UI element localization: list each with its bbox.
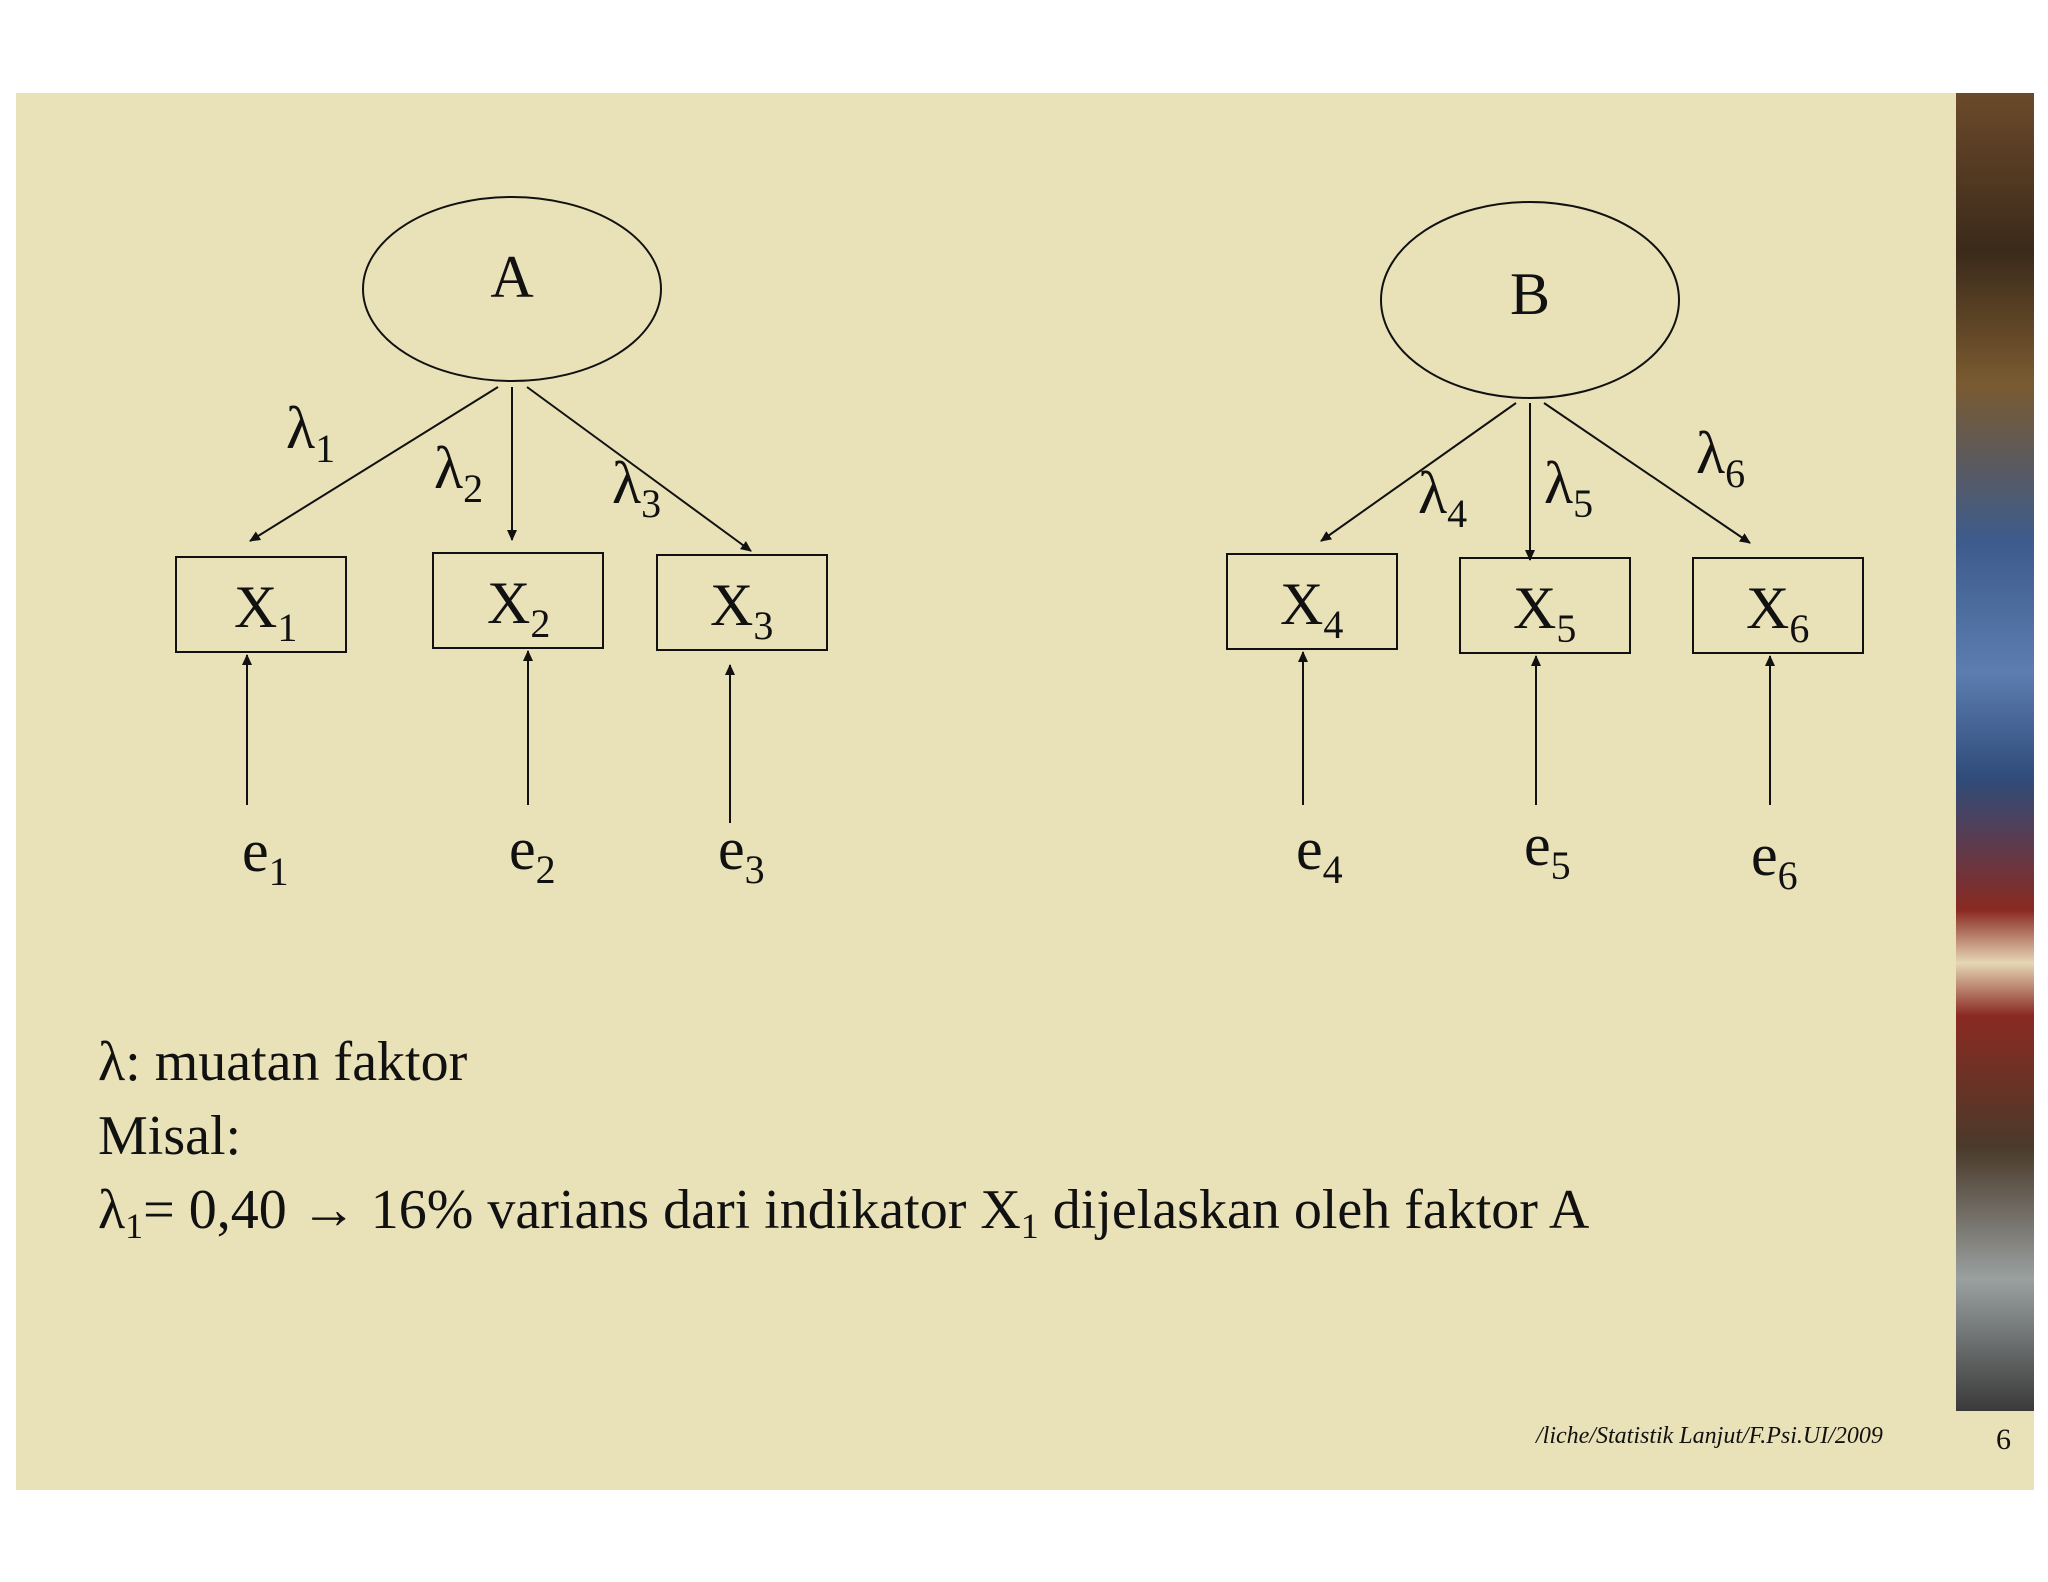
indicator-label-6: X6 [1746, 575, 1809, 651]
decorative-side-image [1956, 93, 2034, 1411]
loading-arrow-3 [526, 386, 752, 552]
indicator-label-2: X2 [487, 570, 550, 646]
indicator-label-4: X4 [1280, 571, 1343, 647]
indicator-box-5: X5 [1459, 557, 1631, 654]
factor-a: A [362, 196, 662, 382]
loading-label-1: λ1 [286, 395, 335, 471]
note-line-example: λ1= 0,40 → 16% varians dari indikator X1… [98, 1179, 1590, 1246]
indicator-box-3: X3 [656, 554, 828, 651]
factor-a-label: A [490, 244, 533, 310]
error-label-5: e5 [1524, 812, 1571, 888]
loading-label-2: λ2 [434, 435, 483, 511]
explanation-text: λ: muatan faktor Misal: λ1= 0,40 → 16% v… [98, 1025, 1589, 1247]
error-label-3: e3 [718, 816, 765, 892]
loading-label-3: λ3 [612, 450, 661, 526]
loading-arrow-4 [1320, 402, 1517, 542]
indicator-box-4: X4 [1226, 553, 1398, 650]
indicator-box-2: X2 [432, 552, 604, 649]
loading-arrow-1 [249, 386, 499, 542]
loading-label-4: λ4 [1418, 460, 1467, 536]
loading-arrow-6 [1543, 402, 1751, 544]
page-number: 6 [1996, 1423, 2011, 1456]
loading-label-5: λ5 [1544, 450, 1593, 526]
error-label-6: e6 [1751, 822, 1798, 898]
factor-diagram: A B λ1 λ2 λ3 λ4 λ5 λ6 X1 X2 X3 [175, 196, 1864, 898]
indicator-label-1: X1 [234, 574, 297, 650]
error-label-2: e2 [509, 816, 556, 892]
error-label-4: e4 [1296, 816, 1343, 892]
indicator-label-5: X5 [1513, 575, 1576, 651]
loading-label-6: λ6 [1696, 420, 1745, 496]
footer-source: /liche/Statistik Lanjut/F.Psi.UI/2009 [1536, 1423, 1883, 1449]
error-label-1: e1 [242, 818, 289, 894]
slide: A B λ1 λ2 λ3 λ4 λ5 λ6 X1 X2 X3 [16, 93, 2034, 1490]
indicator-box-6: X6 [1692, 557, 1864, 654]
factor-b-label: B [1510, 261, 1550, 327]
note-line-example-heading: Misal: [98, 1105, 242, 1167]
factor-b: B [1380, 201, 1680, 399]
note-line-definition: λ: muatan faktor [98, 1031, 468, 1093]
indicator-label-3: X3 [710, 572, 773, 648]
indicator-box-1: X1 [175, 556, 347, 653]
